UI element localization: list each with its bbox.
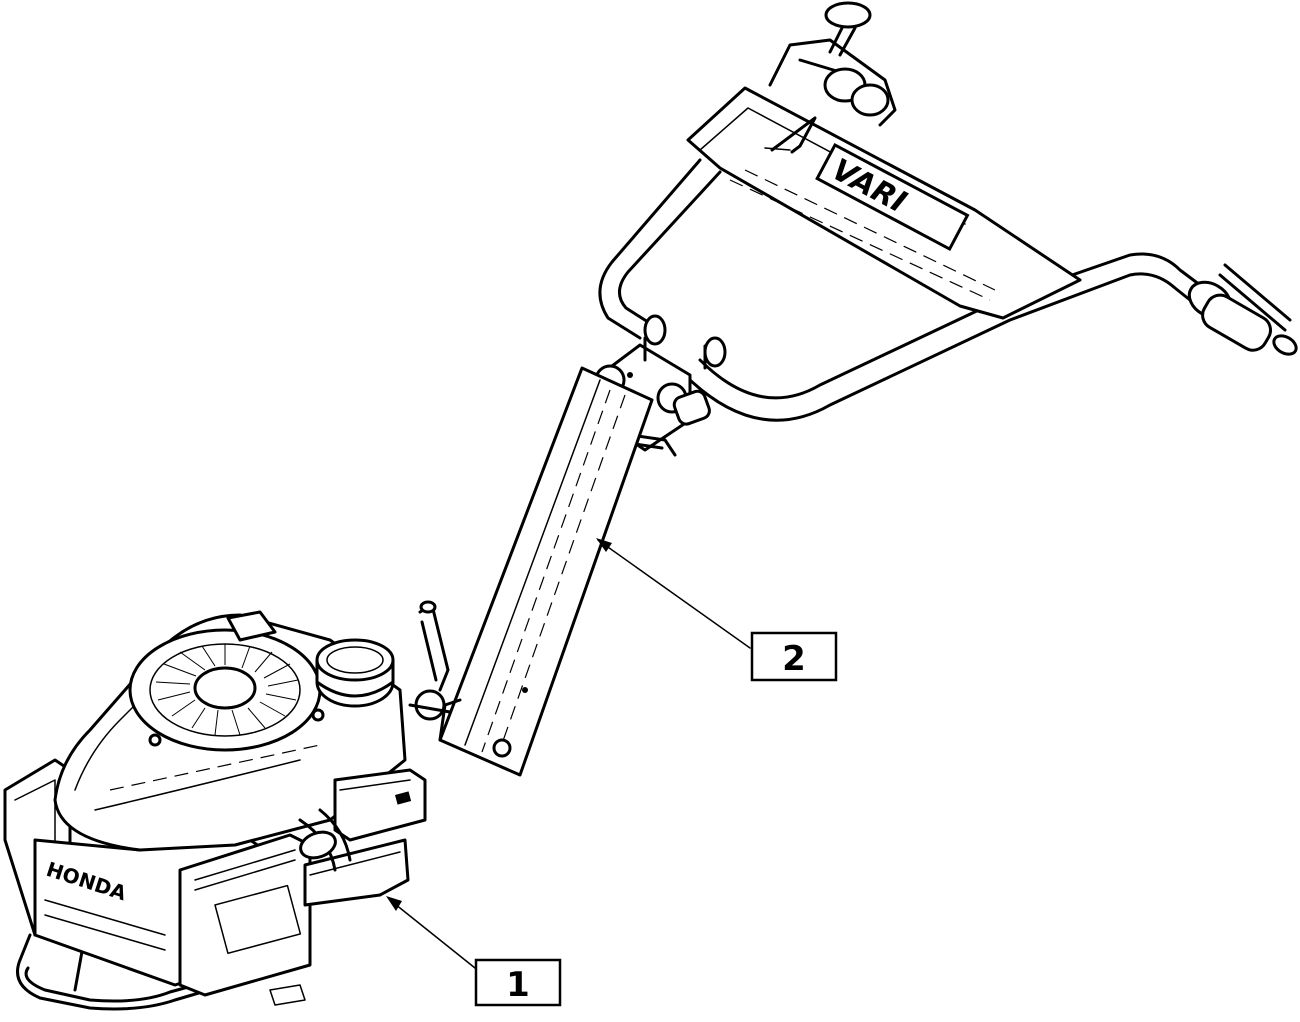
callout-1-label: 1 xyxy=(506,965,530,1005)
callout-1-arrow-icon xyxy=(386,896,402,911)
callout-2-label: 2 xyxy=(782,639,806,679)
callout-2-arrow-icon xyxy=(596,538,612,552)
clamp-knob-icon xyxy=(414,689,446,721)
handlebar-shaft xyxy=(408,366,654,777)
callout-2-box xyxy=(750,631,838,682)
callout-1: 1 xyxy=(386,896,562,1007)
callout-1-leader xyxy=(389,899,476,969)
lock-knob-icon xyxy=(672,389,711,426)
fuel-cap-icon xyxy=(315,638,395,682)
callout-2-leader xyxy=(597,539,751,649)
callout-2: 2 xyxy=(596,538,838,682)
handlebar-assembly: VARI xyxy=(594,1,1298,457)
engine-assembly: HONDA xyxy=(3,610,427,1011)
mount-bracket xyxy=(333,768,427,842)
throttle-knob-icon xyxy=(824,1,872,29)
callout-1-box xyxy=(474,958,562,1007)
